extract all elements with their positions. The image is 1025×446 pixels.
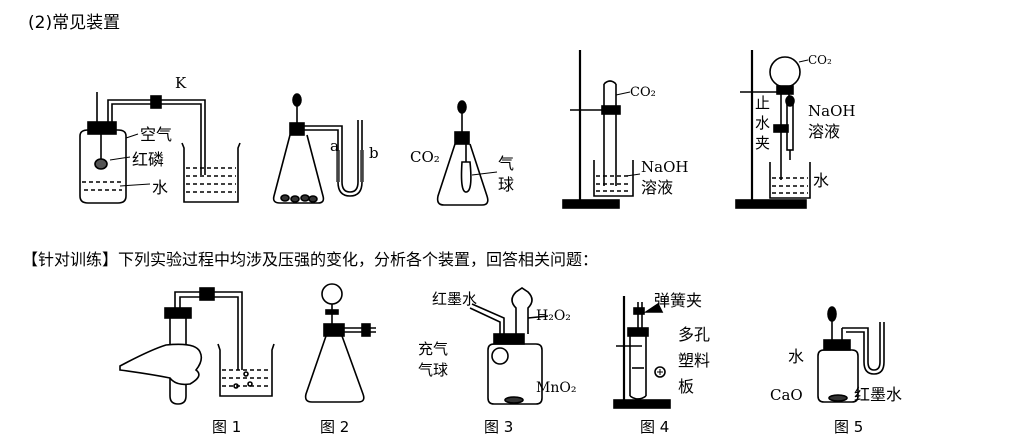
label-balloon-a: 气: [498, 154, 514, 173]
caption-fig2: 图 2: [320, 418, 349, 436]
figure-4: [613, 296, 671, 409]
label-balloon-3a: 充气: [418, 340, 448, 358]
figure-5: [817, 306, 885, 403]
label-porous-b: 塑料: [678, 351, 710, 370]
label-a: a: [330, 137, 339, 155]
label-balloon-3b: 气球: [418, 361, 448, 379]
caption-fig5: 图 5: [834, 418, 863, 436]
section-title: (2)常见装置: [28, 13, 120, 33]
label-h2o2: H₂O₂: [536, 308, 571, 324]
device-5: [735, 50, 811, 209]
label-k: K: [175, 74, 187, 92]
device-3: [436, 100, 498, 206]
figure-3: [469, 287, 549, 405]
label-porous-c: 板: [678, 377, 694, 396]
label-mno2: MnO₂: [536, 380, 576, 396]
label-clamp-a: 止: [755, 94, 770, 112]
device-4: [562, 50, 641, 209]
label-co2-4: CO₂: [630, 85, 656, 100]
figure-2: [304, 283, 376, 403]
label-phosphorus: 红磷: [132, 150, 164, 169]
label-ink-5: 红墨水: [854, 385, 902, 404]
practice-title: 【针对训练】下列实验过程中均涉及压强的变化，分析各个装置，回答相关问题：: [22, 250, 598, 269]
label-ink-3: 红墨水: [432, 290, 477, 308]
label-porous-a: 多孔: [678, 325, 710, 344]
label-water-1: 水: [152, 178, 168, 197]
device-2: [272, 93, 364, 204]
figure-1: [119, 287, 275, 405]
label-balloon-b: 球: [498, 175, 514, 194]
label-co2-3: CO₂: [410, 148, 440, 166]
label-b: b: [369, 144, 379, 162]
label-spring-clip: 弹簧夹: [654, 291, 702, 310]
caption-fig3: 图 3: [484, 418, 513, 436]
label-water-5: 水: [813, 171, 829, 190]
label-clamp-b: 水: [755, 114, 770, 132]
caption-fig1: 图 1: [212, 418, 241, 436]
label-solution-4: 溶液: [641, 178, 673, 197]
label-naoh-5: NaOH: [808, 102, 855, 120]
label-naoh-4: NaOH: [641, 158, 688, 176]
label-clamp-c: 夹: [755, 134, 770, 152]
label-cao: CaO: [770, 386, 803, 404]
label-solution-5: 溶液: [808, 122, 840, 141]
label-water-f5: 水: [788, 347, 804, 366]
caption-fig4: 图 4: [640, 418, 669, 436]
label-co2-5: CO₂: [808, 53, 832, 67]
device-1: [79, 92, 241, 204]
label-air: 空气: [140, 125, 172, 144]
